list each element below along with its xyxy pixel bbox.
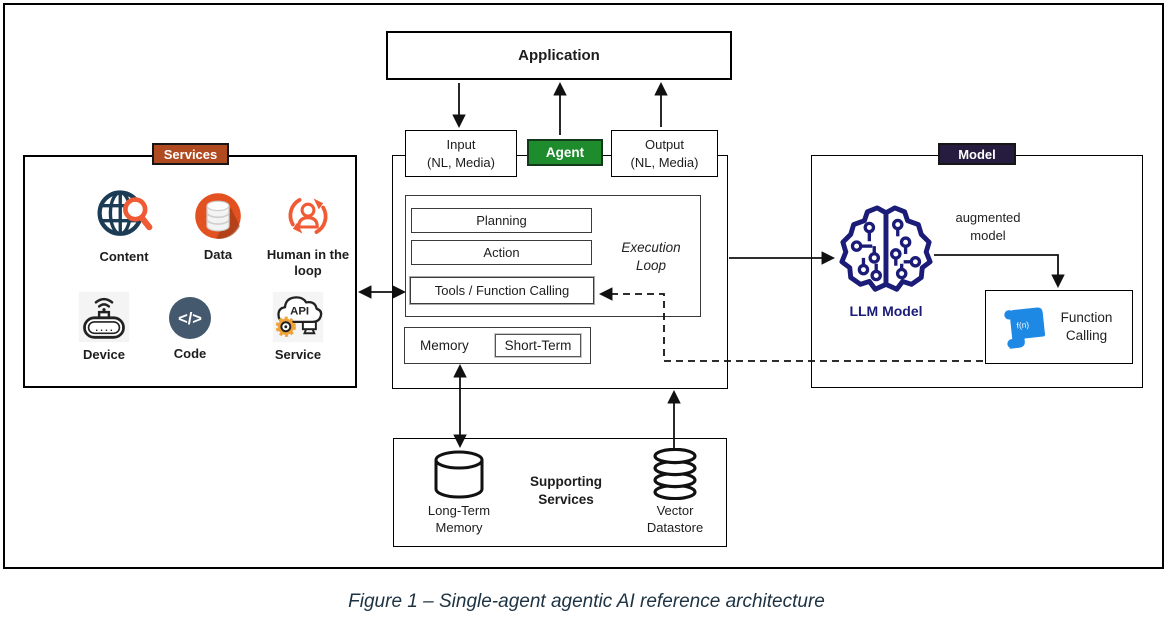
input-box: Input (NL, Media) [405,130,517,177]
vector-datastore-label: Vector Datastore [646,503,704,535]
fn-icon-text: f(n) [1016,320,1029,330]
api-icon-text: API [290,306,309,318]
service-item-label: Data [203,247,233,262]
function-calling-label: Function Calling [1060,309,1113,343]
llm-brain-icon [839,205,933,292]
planning-box: Planning [411,208,592,233]
output-box: Output (NL, Media) [611,130,718,177]
service-item-service: API Service [255,291,341,363]
application-box: Application [386,31,732,80]
long-term-memory-label: Long-Term Memory [427,503,491,535]
diagram-frame [3,3,1164,569]
smart-device-icon: .... [78,291,130,343]
service-item-code: </> Code [149,294,231,362]
services-header: Services [152,143,229,165]
human-loop-icon [288,198,328,234]
tools-function-calling-box: Tools / Function Calling [410,277,594,304]
service-item-content: Content [80,185,168,265]
execution-loop-label: Execution Loop [621,240,681,273]
agent-badge: Agent [527,139,603,166]
input-subtitle: (NL, Media) [427,154,495,170]
service-item-data: Data [177,189,259,263]
memory-box: Memory Short-Term [404,327,591,364]
service-item-label: Human in the loop [266,247,350,279]
llm-model-label: LLM Model [849,303,923,319]
memory-label: Memory [420,338,469,353]
figure-caption: Figure 1 – Single-agent agentic AI refer… [348,591,825,612]
disk-stack-icon [653,448,697,500]
code-icon-text: </> [178,310,202,328]
supporting-services-title: Supporting Services [530,474,602,508]
output-subtitle: (NL, Media) [630,154,699,170]
service-item-device: .... Device [63,291,145,363]
service-item-label: Service [274,347,322,362]
output-title: Output [644,136,685,152]
database-icon [195,193,241,239]
function-calling-box: f(n) Function Calling [985,290,1133,364]
action-box: Action [411,240,592,265]
service-item-label: Content [99,249,149,264]
code-icon: </> [169,297,211,339]
long-term-memory-item: Long-Term Memory [409,450,509,537]
api-cloud-icon: API [272,291,324,343]
input-title: Input [446,136,476,152]
service-item-label: Device [83,347,125,362]
vector-datastore-item: Vector Datastore [634,448,716,537]
model-header: Model [938,143,1016,165]
cylinder-icon [434,450,484,499]
function-scroll-icon: f(n) [1003,307,1045,349]
svg-text:....: .... [94,323,114,333]
globe-search-icon [97,190,153,236]
short-term-box: Short-Term [494,333,582,358]
service-item-human-loop: Human in the loop [262,189,354,280]
services-box: Content Data Human in [23,155,357,388]
augmented-model-label: augmented model [955,210,1021,243]
supporting-services-box: Long-Term Memory Supporting Services Vec… [393,438,727,547]
service-item-label: Code [173,346,207,361]
